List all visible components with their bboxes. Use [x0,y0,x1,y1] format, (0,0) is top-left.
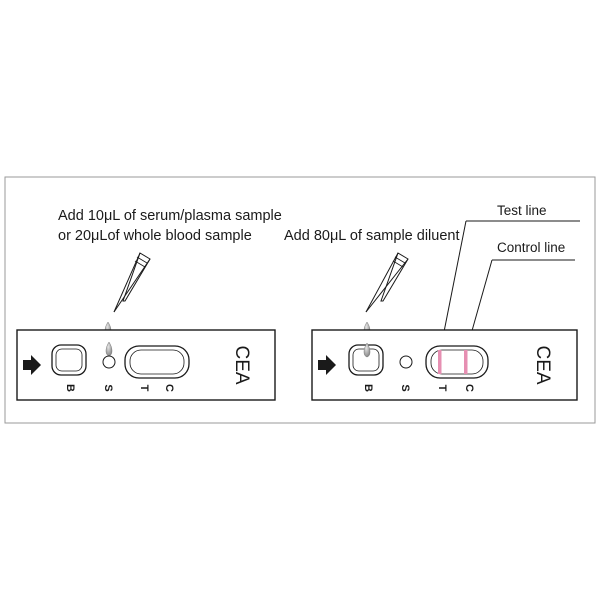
control-line-label: Control line [497,240,565,255]
right-label-s: S [399,384,411,391]
drop-icon [363,342,371,358]
right-brand-cea: CEA [532,345,553,384]
left-brand-cea: CEA [231,345,252,384]
pipette-icon [365,252,409,313]
arrow-right-icon [318,355,336,375]
control-line-band [464,350,468,374]
left-label-b: B [64,384,76,392]
test-line-callout: Test line [439,203,580,353]
right-well-s [399,355,413,369]
left-panel: Add 10μL of serum/plasma sample or 20μLo… [16,208,282,401]
arrow-right-icon [23,355,41,375]
right-label-b: B [362,384,374,392]
left-label-t: T [138,385,150,392]
test-line-band [438,350,442,374]
left-label-c: C [163,384,175,392]
right-label-t: T [436,385,448,392]
pipette-icon [113,252,151,313]
left-result-window [124,345,190,379]
right-panel: Add 80μL of sample diluent Test line Con… [284,203,580,401]
left-label-s: S [102,384,114,391]
left-instruction-line2: or 20μLof whole blood sample [58,228,252,244]
right-instruction: Add 80μL of sample diluent [284,228,460,244]
test-line-label: Test line [497,203,547,218]
left-well-s [102,355,116,369]
left-well-b [51,344,87,376]
right-label-c: C [463,384,475,392]
left-instruction-line1: Add 10μL of serum/plasma sample [58,208,282,224]
right-result-window [425,345,489,379]
